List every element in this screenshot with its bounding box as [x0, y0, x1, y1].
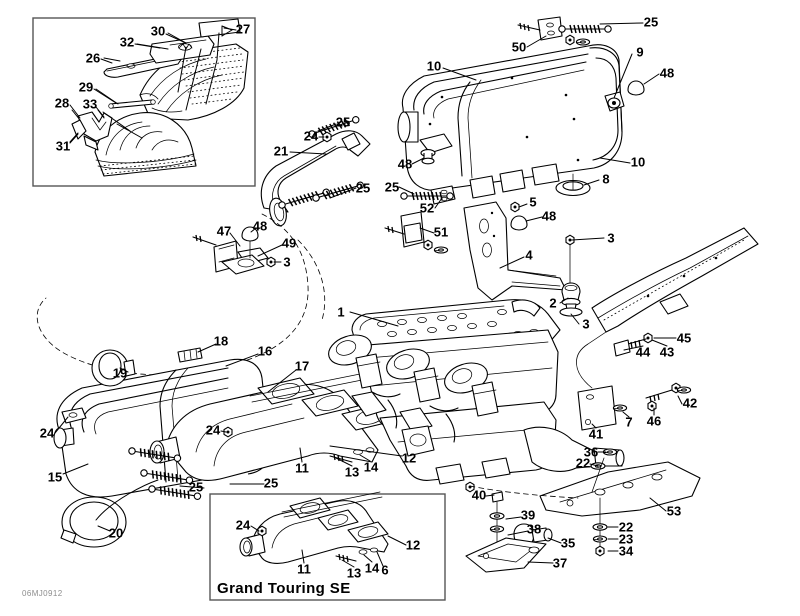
callout-33: 33 — [82, 96, 98, 112]
callout-11: 11 — [295, 460, 309, 476]
callout-48: 48 — [541, 208, 557, 224]
callout-35: 35 — [560, 535, 576, 551]
callout-30: 30 — [150, 23, 166, 39]
callout-48: 48 — [659, 65, 675, 81]
callout-24: 24 — [205, 422, 221, 438]
callout-24: 24 — [39, 425, 55, 441]
muffler-upper-art — [397, 16, 645, 199]
callout-10: 10 — [630, 154, 646, 170]
engine-art — [328, 299, 625, 493]
assembly-guide-path — [36, 213, 326, 376]
callout-31: 31 — [55, 138, 71, 154]
callout-25: 25 — [335, 114, 351, 130]
callout-leader-lines — [54, 22, 683, 568]
callout-2: 2 — [549, 295, 557, 311]
callout-25: 25 — [355, 180, 371, 196]
callout-27: 27 — [235, 21, 251, 37]
callout-29: 29 — [78, 79, 94, 95]
callout-3: 3 — [283, 254, 291, 270]
callout-51: 51 — [433, 224, 449, 240]
callout-1: 1 — [337, 304, 345, 320]
callout-24: 24 — [235, 517, 251, 533]
diagram-watermark: 06MJ0912 — [22, 589, 63, 598]
callout-3: 3 — [582, 316, 590, 332]
callout-10: 10 — [426, 58, 442, 74]
frame-rail-art — [576, 227, 759, 431]
mount-plate-art — [465, 448, 701, 573]
callout-34: 34 — [618, 543, 634, 559]
callout-17: 17 — [294, 358, 310, 374]
inset-grand-touring-art — [239, 491, 389, 564]
callout-52: 52 — [419, 200, 435, 216]
callout-5: 5 — [529, 194, 537, 210]
callout-3: 3 — [607, 230, 615, 246]
callout-6: 6 — [381, 562, 389, 578]
callout-7: 7 — [625, 414, 633, 430]
callout-21: 21 — [273, 143, 289, 159]
callout-37: 37 — [552, 555, 568, 571]
callout-25: 25 — [188, 479, 204, 495]
grand-touring-se-label: Grand Touring SE — [217, 580, 351, 597]
callout-48: 48 — [252, 218, 268, 234]
callout-14: 14 — [364, 560, 380, 576]
exhaust-pipe-upper-art — [192, 114, 371, 275]
callout-45: 45 — [676, 330, 692, 346]
callout-25: 25 — [263, 475, 279, 491]
callout-49: 49 — [281, 235, 297, 251]
callout-50: 50 — [511, 39, 527, 55]
callout-12: 12 — [405, 537, 421, 553]
callout-43: 43 — [659, 344, 675, 360]
callout-39: 39 — [520, 507, 536, 523]
callout-12: 12 — [401, 450, 417, 466]
callout-24: 24 — [303, 128, 319, 144]
callout-48: 48 — [397, 156, 413, 172]
callout-53: 53 — [666, 503, 682, 519]
callout-22: 22 — [618, 519, 634, 535]
callout-25: 25 — [384, 179, 400, 195]
callout-42: 42 — [682, 395, 698, 411]
callout-36: 36 — [583, 444, 599, 460]
callout-41: 41 — [588, 426, 604, 442]
callout-20: 20 — [108, 525, 124, 541]
callout-38: 38 — [526, 521, 542, 537]
callout-9: 9 — [636, 44, 644, 60]
callout-47: 47 — [216, 223, 232, 239]
callout-19: 19 — [112, 365, 128, 381]
callout-46: 46 — [646, 413, 662, 429]
callout-15: 15 — [47, 469, 63, 485]
callout-25: 25 — [643, 14, 659, 30]
callout-22: 22 — [575, 455, 591, 471]
callout-13: 13 — [344, 464, 360, 480]
support-bracket-art — [384, 185, 583, 317]
callout-32: 32 — [119, 34, 135, 50]
callout-16: 16 — [257, 343, 273, 359]
callout-13: 13 — [346, 565, 362, 581]
callout-28: 28 — [54, 95, 70, 111]
callout-4: 4 — [525, 247, 533, 263]
inset-upper-left-art — [69, 18, 249, 177]
callout-23: 23 — [618, 531, 634, 547]
callout-26: 26 — [85, 50, 101, 66]
callout-40: 40 — [471, 487, 487, 503]
callout-44: 44 — [635, 344, 651, 360]
callout-14: 14 — [363, 459, 379, 475]
callout-8: 8 — [602, 171, 610, 187]
callout-18: 18 — [213, 333, 229, 349]
callout-11: 11 — [297, 561, 311, 577]
